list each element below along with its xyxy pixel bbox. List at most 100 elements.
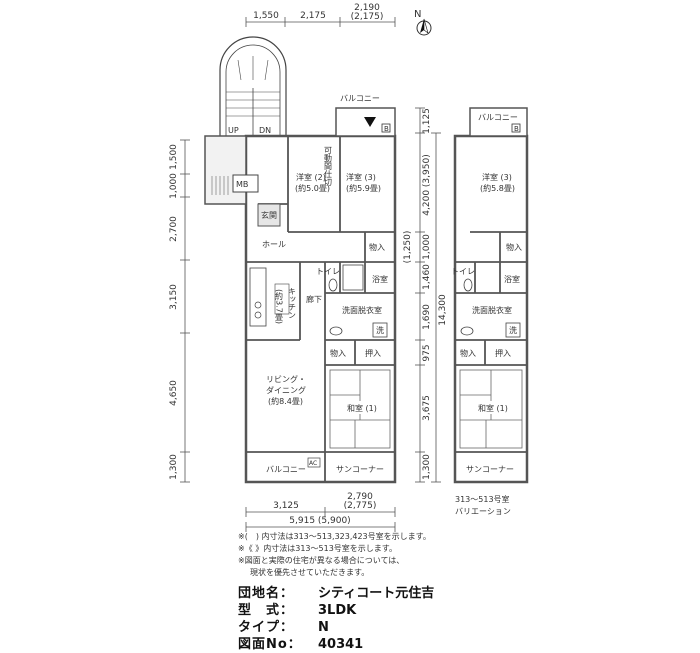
note-3: ※図面と実際の住宅が異なる場合については、 xyxy=(238,556,405,565)
ac-box xyxy=(307,457,321,468)
mb-box xyxy=(232,174,259,193)
landing xyxy=(204,135,247,205)
stair-up-label: UP xyxy=(228,126,239,135)
corridor-label: 廊下 xyxy=(306,294,322,304)
dim-left-4: 3,150 xyxy=(169,284,179,310)
left-dimension-line xyxy=(180,139,190,483)
var-wash-label: 洗 xyxy=(509,325,517,335)
var-japanese-label: 和室 (1) xyxy=(478,403,508,413)
dim-top-1: 1,550 xyxy=(253,11,279,21)
var-sun-corner-label: サンコーナー xyxy=(466,465,514,474)
property-info: 団地名：シティコート元住吉 型 式：3LDK タイプ：N 図面No：40341 xyxy=(238,585,434,653)
var-toilet-icon xyxy=(463,278,473,292)
info-row-type: 型 式：3LDK xyxy=(238,603,357,618)
dim-right-e: 1,690 xyxy=(422,304,432,330)
dim-right-c: 1,000 xyxy=(422,234,432,260)
dim-left-6: 1,300 xyxy=(169,454,179,480)
storage-label-1: 物入 xyxy=(369,242,385,252)
toilet-label: トイレ xyxy=(316,267,340,276)
entry-area xyxy=(257,203,281,227)
var-b-box xyxy=(511,123,521,133)
washroom-label: 洗面脱衣室 xyxy=(342,305,382,315)
dim-right-b2: (1,250) xyxy=(403,231,413,264)
kitchen-counter xyxy=(249,267,267,327)
var-storage-label: 物入 xyxy=(506,242,522,252)
info-row-drawing-no: 図面No：40341 xyxy=(238,637,364,652)
note-1: ※( ) 内寸法は313～513,323,423号室を示します。 xyxy=(238,532,431,541)
dim-right-d: 1,460 xyxy=(422,264,432,290)
living-label: リビング・ xyxy=(266,374,306,384)
mb-label: MB xyxy=(236,180,248,189)
var-oshiire-label: 押入 xyxy=(495,348,511,358)
var-caption-2: バリエーション xyxy=(455,507,511,516)
dim-bottom-2: 2,790 xyxy=(347,492,373,502)
hall-label: ホール xyxy=(262,240,286,249)
bath-label: 浴室 xyxy=(372,274,388,284)
notes: ※( ) 内寸法は313～513,323,423号室を示します。 ※《 》内寸法… xyxy=(238,531,431,579)
dim-right-a: 1,125 xyxy=(422,108,432,134)
top-b-label: B xyxy=(384,125,389,133)
dim-left-1: 1,500 xyxy=(169,144,179,170)
dim-top-3-alt: (2,175) xyxy=(351,12,384,22)
dim-left-3: 2,700 xyxy=(169,216,179,242)
top-dimension-line xyxy=(245,17,396,27)
var-storage-label-2: 物入 xyxy=(460,348,476,358)
info-row-name: 団地名：シティコート元住吉 xyxy=(238,586,435,601)
washer-box xyxy=(372,322,388,338)
note-4: 現状を優先させていただきます。 xyxy=(250,568,370,577)
western2-label: 洋室 (2) xyxy=(296,172,326,182)
staircase xyxy=(219,36,287,136)
bathtub-icon xyxy=(342,264,364,291)
var-washroom-label: 洗面脱衣室 xyxy=(472,305,512,315)
dim-bottom-2-alt: (2,775) xyxy=(344,501,377,511)
stove-icon xyxy=(254,301,262,309)
main-unit-walls xyxy=(244,134,397,484)
hatched-area xyxy=(211,176,229,195)
sun-corner-label: サンコーナー xyxy=(336,465,384,474)
dim-right-g: 3,675 xyxy=(422,395,432,421)
entry-label: 玄関 xyxy=(261,210,277,220)
kitchen-size: (約3.7畳) xyxy=(275,289,284,324)
dim-left-2: 1,000 xyxy=(169,173,179,199)
kitchen-label-box xyxy=(274,283,290,315)
var-bath-label: 浴室 xyxy=(504,274,520,284)
north-label: N xyxy=(414,9,421,20)
living-size: (約8.4畳) xyxy=(268,396,303,406)
top-balcony-label: バルコニー xyxy=(340,94,380,103)
western3-label: 洋室 (3) xyxy=(346,172,376,182)
wash-label: 洗 xyxy=(376,325,384,335)
oshiire-label: 押入 xyxy=(365,348,381,358)
dim-bottom-1: 3,125 xyxy=(273,501,299,511)
north-arrow-icon xyxy=(416,18,432,36)
var-sink-icon xyxy=(460,326,474,336)
western2-size: (約5.0畳) xyxy=(295,183,330,193)
kitchen-label: キッチン xyxy=(288,287,297,319)
western3-size: (約5.9畳) xyxy=(346,183,381,193)
var-toilet-label: トイレ xyxy=(451,267,475,276)
dim-left-5: 4,650 xyxy=(169,380,179,406)
sink-icon xyxy=(329,326,343,336)
japanese-label-bg xyxy=(343,401,383,414)
dim-bottom-total: 5,915 (5,900) xyxy=(289,516,350,526)
var-balcony-label: バルコニー xyxy=(478,113,518,122)
var-washer-box xyxy=(505,322,521,338)
var-japanese-label-bg xyxy=(474,401,514,414)
toilet-icon xyxy=(328,278,338,292)
dim-right-h: 1,300 xyxy=(422,454,432,480)
stair-down-label: DN xyxy=(259,126,271,135)
var-western3-size: (約5.8畳) xyxy=(480,183,515,193)
stove-icon-2 xyxy=(254,311,262,319)
variation-interior-walls xyxy=(455,231,527,453)
var-western3-label: 洋室 (3) xyxy=(482,172,512,182)
var-caption-1: 313～513号室 xyxy=(455,494,510,504)
var-b-label: B xyxy=(514,125,519,133)
storage-label-2: 物入 xyxy=(330,348,346,358)
partition-label: 可動間仕切 xyxy=(324,146,333,187)
dim-top-3: 2,190 xyxy=(354,3,380,13)
japanese-label: 和室 (1) xyxy=(347,403,377,413)
balcony-bottom-label: バルコニー xyxy=(266,465,306,474)
interior-walls xyxy=(246,136,395,482)
ac-unit-icon xyxy=(364,117,376,127)
dining-label: ダイニング xyxy=(266,385,306,395)
